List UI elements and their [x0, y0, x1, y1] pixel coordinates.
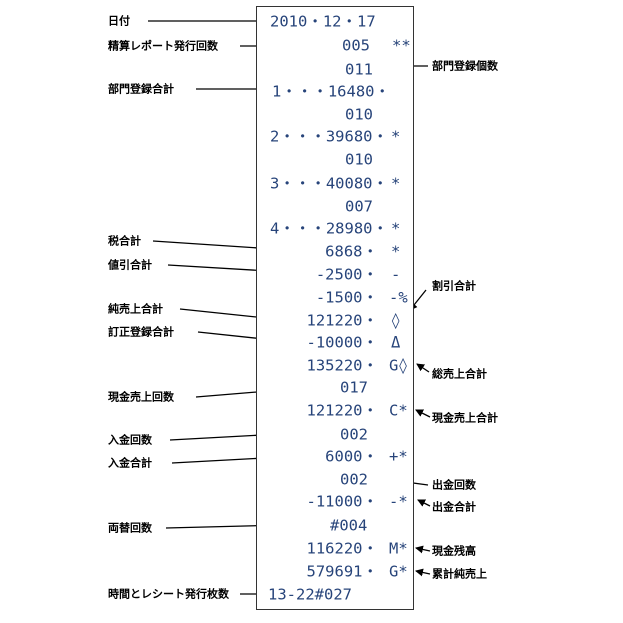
receipt-paper: [256, 6, 414, 610]
receipt-discount-mark: -: [391, 265, 401, 284]
receipt-discount: -2500・: [315, 265, 378, 284]
label-discount-total: 値引合計: [108, 258, 152, 272]
label-cash-balance: 現金残高: [432, 544, 476, 558]
arrow-withdraw-total: [417, 499, 431, 507]
arrow-cash-sales: [415, 409, 431, 418]
receipt-pct-discount: -1500・: [315, 288, 378, 307]
receipt-cash-count: 017: [340, 378, 368, 397]
receipt-dept-count: 011: [345, 60, 373, 79]
label-cash-count: 現金売上回数: [108, 390, 174, 404]
label-tax-total: 税合計: [108, 234, 141, 248]
arrow-cumulative: [415, 568, 431, 577]
receipt-mark4: *: [391, 219, 401, 238]
arrow-balance: [415, 545, 431, 554]
receipt-deposit-total: 6000・: [325, 447, 378, 466]
label-cumulative: 累計純売上: [432, 567, 487, 581]
receipt-net-mark: ◊: [391, 311, 401, 330]
receipt-date: 2010・12・17: [270, 12, 376, 31]
label-exchange-count: 両替回数: [108, 521, 152, 535]
receipt-count2: 010: [345, 150, 373, 169]
receipt-gross-mark: G◊: [389, 356, 408, 375]
label-report-count: 精算レポート発行回数: [108, 39, 218, 53]
label-pct-discount: 割引合計: [432, 279, 476, 293]
receipt-dept1: 1・・・16480・: [272, 82, 390, 101]
label-deposit-total: 入金合計: [108, 456, 152, 470]
receipt-cash-mark: C*: [389, 401, 408, 420]
receipt-withdraw-total: -11000・: [306, 492, 379, 511]
label-dept-total: 部門登録合計: [108, 82, 174, 96]
receipt-dept3: 3・・・40080・: [270, 174, 388, 193]
receipt-deposit-mark: +*: [389, 447, 408, 466]
receipt-withdraw-count: 002: [340, 470, 368, 489]
label-date: 日付: [108, 14, 130, 28]
receipt-exchange-count: #004: [330, 516, 368, 535]
receipt-mark2: *: [391, 127, 401, 146]
receipt-dept4: 4・・・28980・: [270, 219, 388, 238]
receipt-count1: 010: [345, 105, 373, 124]
receipt-cash-balance: 116220・: [306, 539, 379, 558]
receipt-tax: 6868・: [325, 242, 378, 261]
label-net-sales: 純売上合計: [108, 302, 163, 316]
receipt-pct-mark: -%: [389, 288, 408, 307]
receipt-tax-mark: *: [391, 242, 401, 261]
receipt-cumulative: 579691・: [306, 562, 379, 581]
label-correction: 訂正登録合計: [108, 325, 174, 339]
label-withdraw-total: 出金合計: [432, 500, 476, 514]
label-time-sheets: 時間とレシート発行枚数: [108, 587, 229, 601]
label-cash-sales: 現金売上合計: [432, 411, 498, 425]
label-gross-sales: 総売上合計: [432, 367, 487, 381]
receipt-dept2: 2・・・39680・: [270, 127, 388, 146]
receipt-report-mark: **: [392, 36, 411, 55]
receipt-cumulative-mark: G*: [389, 562, 408, 581]
arrow-gross: [416, 363, 430, 373]
receipt-correction-mark: Δ: [391, 333, 401, 352]
receipt-cash-sales: 121220・: [306, 401, 379, 420]
receipt-time-sheets: 13-22#027: [268, 585, 352, 604]
receipt-count3: 007: [345, 197, 373, 216]
label-deposit-count: 入金回数: [108, 433, 152, 447]
label-withdraw-count: 出金回数: [432, 478, 476, 492]
receipt-mark3: *: [391, 174, 401, 193]
receipt-deposit-count: 002: [340, 425, 368, 444]
label-dept-count: 部門登録個数: [432, 59, 498, 73]
receipt-correction: -10000・: [306, 333, 379, 352]
receipt-withdraw-mark: -*: [389, 492, 408, 511]
receipt-balance-mark: M*: [389, 539, 408, 558]
receipt-report-count: 005: [342, 36, 370, 55]
receipt-gross-sales: 135220・: [306, 356, 379, 375]
receipt-net-sales: 121220・: [306, 311, 379, 330]
